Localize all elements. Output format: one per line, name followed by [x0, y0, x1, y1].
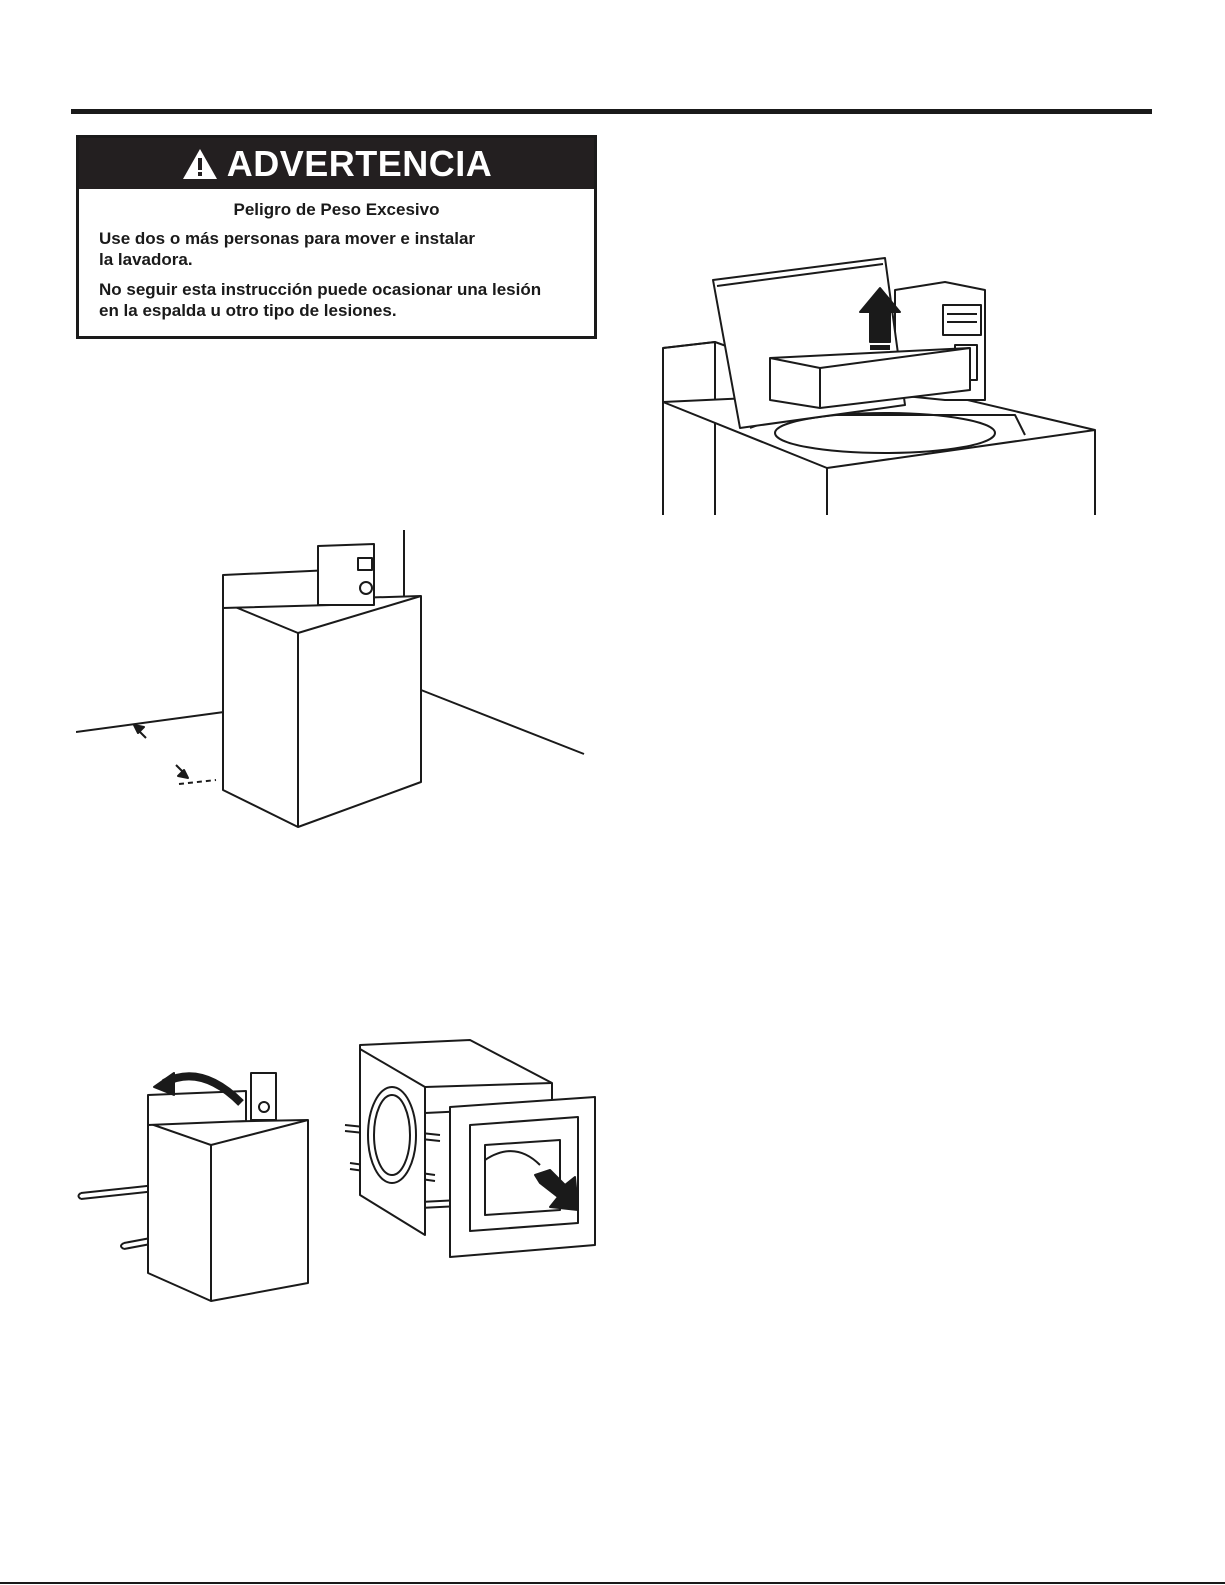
- warning-title: ADVERTENCIA: [227, 146, 493, 182]
- warning-instruction: Use dos o más personas para mover e inst…: [99, 228, 574, 270]
- top-rule: [71, 109, 1152, 114]
- warning-line-3: No seguir esta instrucción puede ocasion…: [99, 280, 541, 299]
- warning-line-2: la lavadora.: [99, 250, 193, 269]
- washer-lid-raised-illustration: [655, 250, 1115, 520]
- warning-consequence: No seguir esta instrucción puede ocasion…: [99, 279, 574, 321]
- warning-line-4: en la espalda u otro tipo de lesiones.: [99, 301, 397, 320]
- washer-corner-placement-illustration: [76, 530, 596, 835]
- warning-box: ADVERTENCIA Peligro de Peso Excesivo Use…: [76, 135, 597, 339]
- warning-body: Peligro de Peso Excesivo Use dos o más p…: [79, 189, 594, 321]
- warning-header: ADVERTENCIA: [79, 138, 594, 189]
- warning-triangle-icon: [181, 147, 219, 181]
- warning-line-1: Use dos o más personas para mover e inst…: [99, 229, 475, 248]
- front-panel-removal-illustration: [340, 1035, 610, 1270]
- warning-subtitle: Peligro de Peso Excesivo: [99, 199, 574, 220]
- bottom-rule: [0, 1582, 1225, 1584]
- washer-tilt-illustration: [76, 1065, 316, 1310]
